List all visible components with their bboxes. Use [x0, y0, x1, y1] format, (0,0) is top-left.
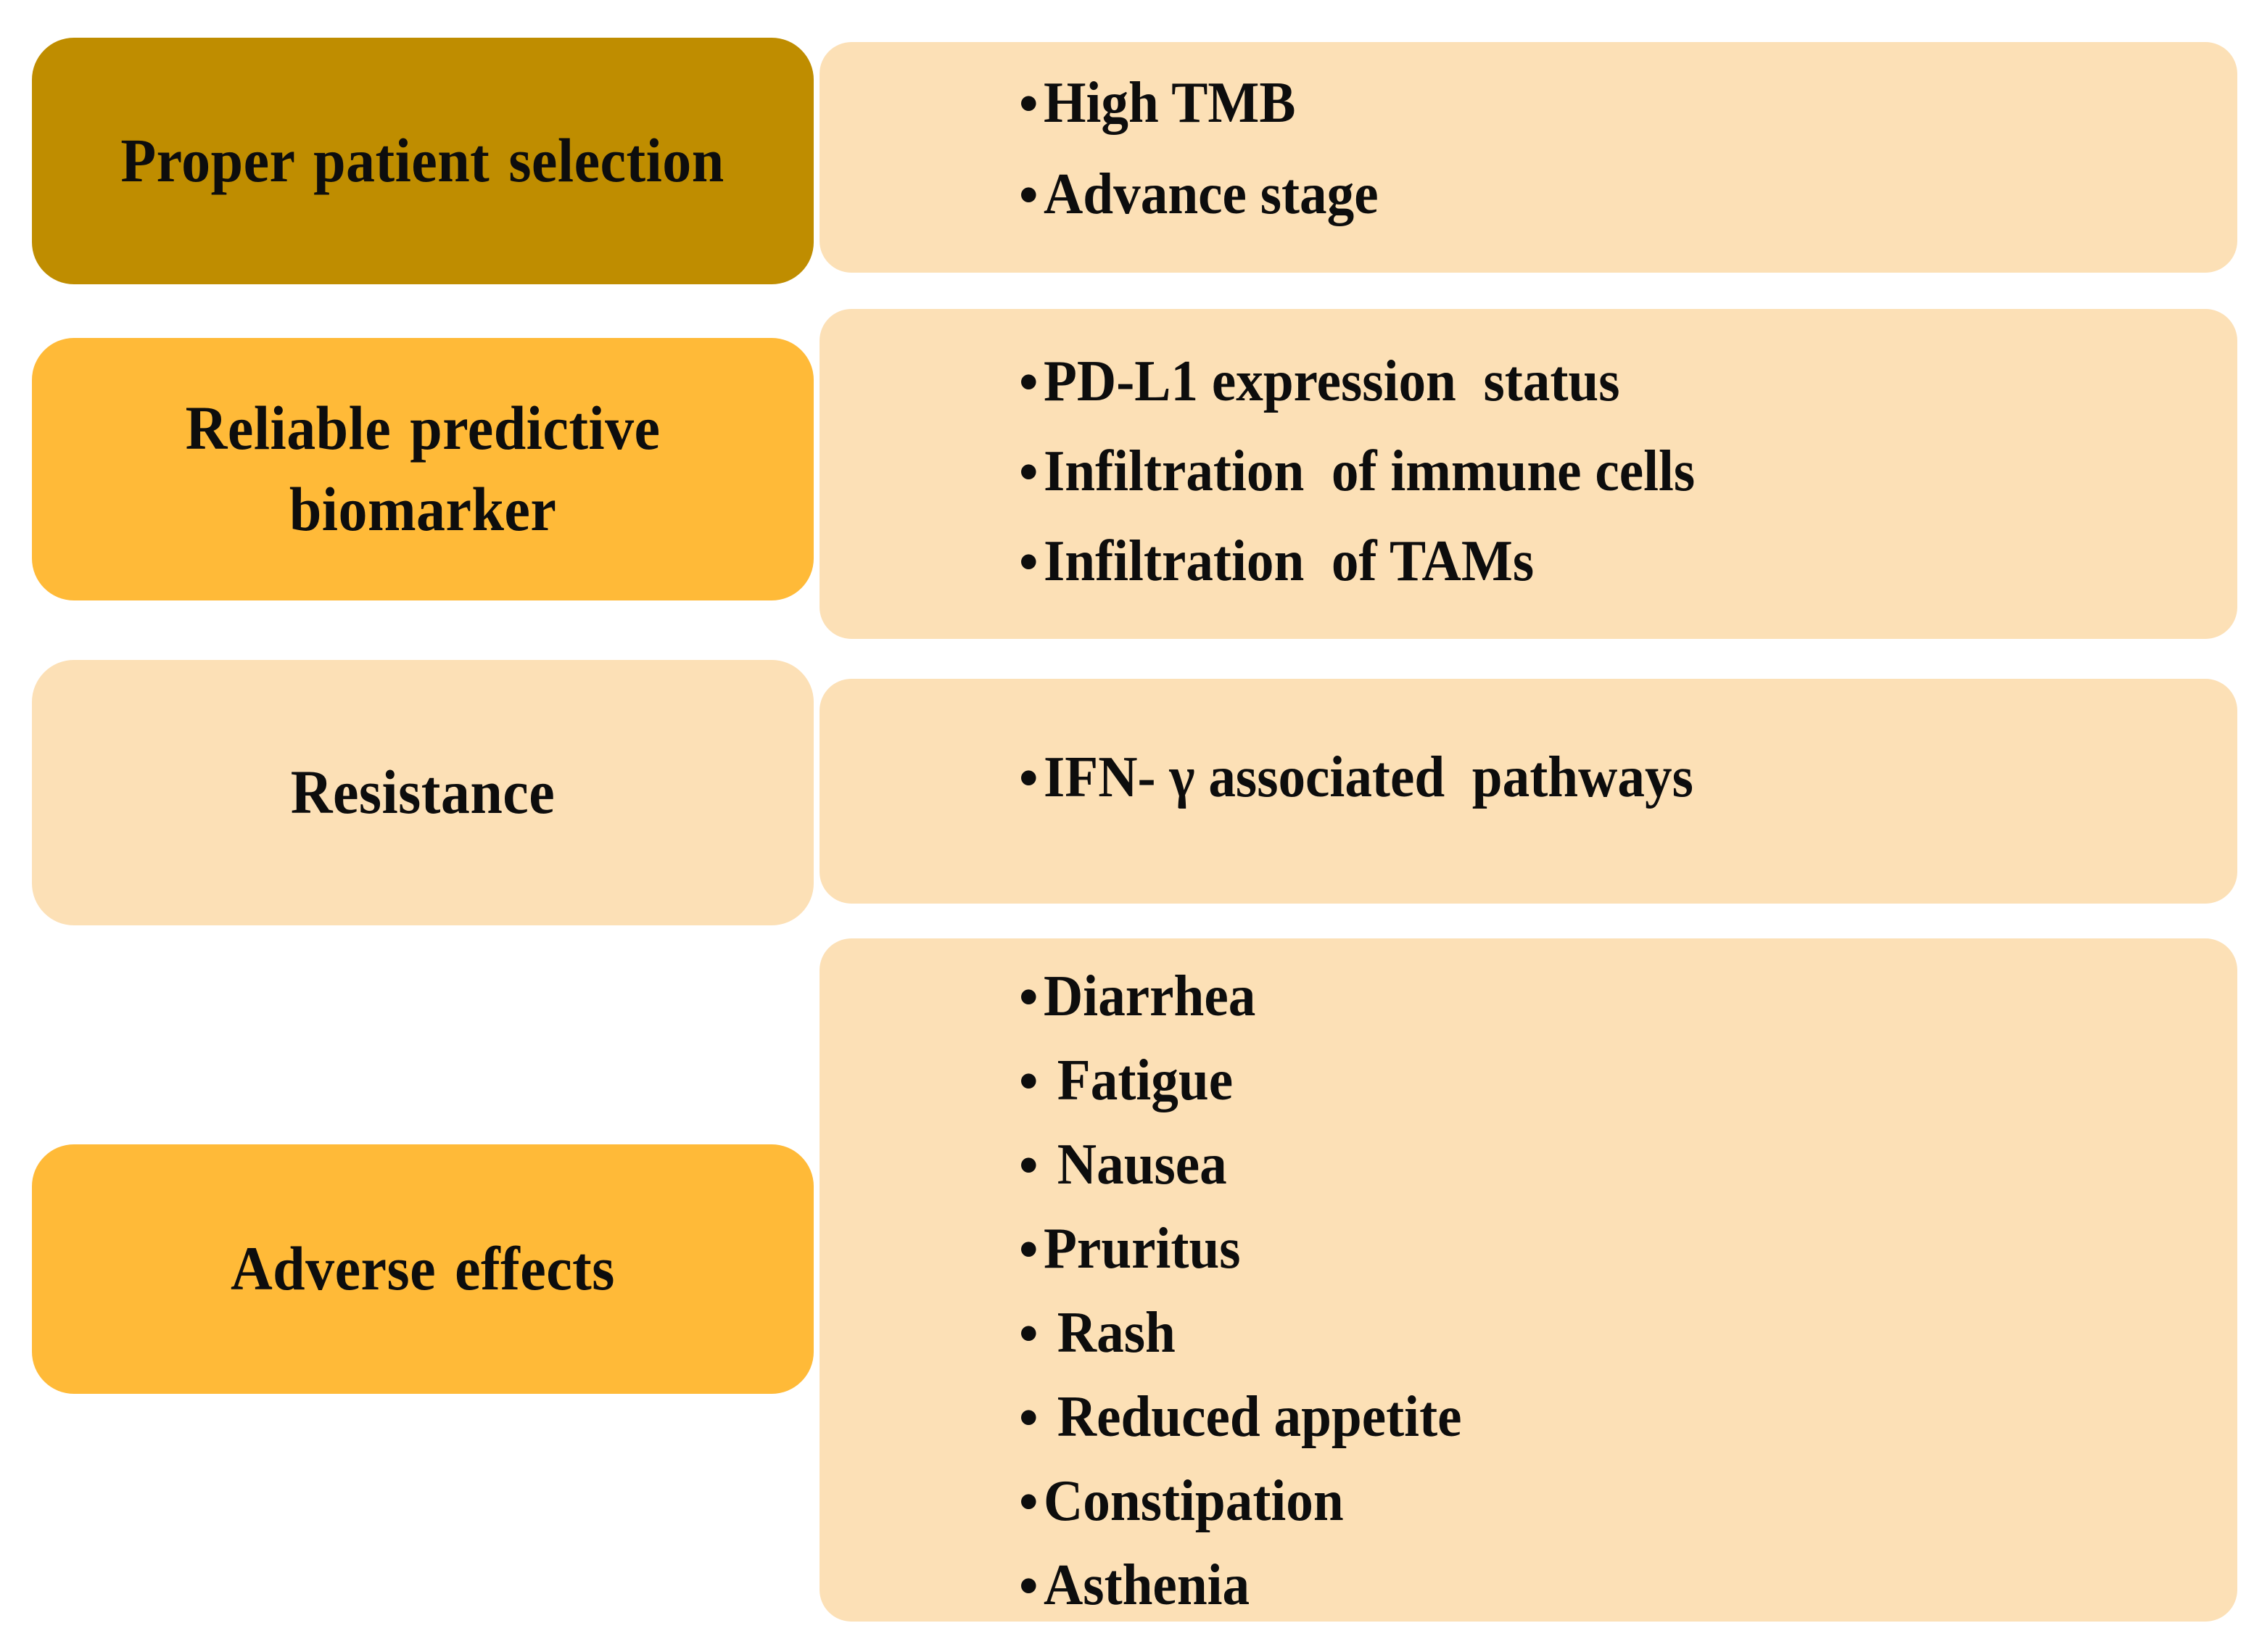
bullet-list: • IFN- γ associated pathways [1019, 748, 2237, 806]
list-item: • High TMB [1019, 74, 2237, 132]
category-label-text: Reliable predictive biomarker [185, 393, 661, 544]
list-item: • Asthenia [1019, 1556, 2237, 1614]
bullet-point-icon: • [1019, 1135, 1039, 1196]
bullet-list: • High TMB • Advance stage [1019, 74, 2237, 223]
list-item-label: Pruritus [1044, 1217, 1241, 1281]
bullet-point-icon: • [1019, 352, 1039, 413]
bullet-list: • PD-L1 expression status • Infiltration… [1019, 352, 2237, 590]
bullet-point-icon: • [1019, 165, 1039, 226]
category-label-text: Resistance [290, 757, 556, 827]
list-item: • Rash [1019, 1304, 2237, 1362]
list-item-label: Asthenia [1044, 1553, 1250, 1617]
list-item: • Advance stage [1019, 165, 2237, 223]
bullet-point-icon: • [1019, 1219, 1039, 1280]
list-item: • Infiltration of TAMs [1019, 532, 2237, 590]
list-item-label: Infiltration of TAMs [1044, 529, 1535, 593]
category-label-adverse-effects: Adverse effects [32, 1144, 814, 1394]
bullet-point-icon: • [1019, 73, 1039, 134]
bullet-point-icon: • [1019, 532, 1039, 592]
bullet-point-icon: • [1019, 442, 1039, 503]
bullet-point-icon: • [1019, 967, 1039, 1028]
category-label-resistance: Resistance [32, 660, 814, 925]
list-item-label: Nausea [1044, 1133, 1227, 1197]
list-item-label: Rash [1044, 1301, 1176, 1365]
list-item: • Diarrhea [1019, 967, 2237, 1025]
list-item: • Reduced appetite [1019, 1388, 2237, 1446]
list-item-label: High TMB [1044, 71, 1296, 135]
list-item: • Infiltration of immune cells [1019, 442, 2237, 500]
bullet-point-icon: • [1019, 1303, 1039, 1364]
bullet-point-icon: • [1019, 748, 1039, 809]
list-item: • IFN- γ associated pathways [1019, 748, 2237, 806]
category-label-reliable-predictive-biomarker: Reliable predictive biomarker [32, 338, 814, 600]
list-item: • Constipation [1019, 1472, 2237, 1530]
content-panel-resistance: • IFN- γ associated pathways [820, 679, 2237, 904]
category-label-proper-patient-selection: Proper patient selection [32, 38, 814, 284]
list-item-label: Infiltration of immune cells [1044, 439, 1696, 503]
list-item-label: Diarrhea [1044, 965, 1256, 1028]
bullet-point-icon: • [1019, 1387, 1039, 1448]
list-item: • PD-L1 expression status [1019, 352, 2237, 410]
list-item: • Nausea [1019, 1136, 2237, 1194]
bullet-point-icon: • [1019, 1471, 1039, 1532]
list-item-label: IFN- γ associated pathways [1044, 746, 1693, 809]
category-label-text: Proper patient selection [120, 125, 725, 196]
bullet-list: • Diarrhea • Fatigue • Nausea • Pruritus… [1019, 967, 2237, 1614]
content-panel-reliable-predictive-biomarker: • PD-L1 expression status • Infiltration… [820, 309, 2237, 639]
list-item-label: Advance stage [1044, 162, 1379, 226]
content-panel-adverse-effects: • Diarrhea • Fatigue • Nausea • Pruritus… [820, 938, 2237, 1622]
bullet-point-icon: • [1019, 1556, 1039, 1616]
list-item-label: Fatigue [1044, 1049, 1234, 1112]
bullet-point-icon: • [1019, 1051, 1039, 1112]
content-panel-proper-patient-selection: • High TMB • Advance stage [820, 42, 2237, 273]
list-item: • Pruritus [1019, 1220, 2237, 1278]
list-item-label: Constipation [1044, 1469, 1344, 1533]
list-item: • Fatigue [1019, 1052, 2237, 1110]
list-item-label: Reduced appetite [1044, 1385, 1462, 1449]
list-item-label: PD-L1 expression status [1044, 350, 1620, 413]
category-label-text: Adverse effects [231, 1234, 615, 1304]
